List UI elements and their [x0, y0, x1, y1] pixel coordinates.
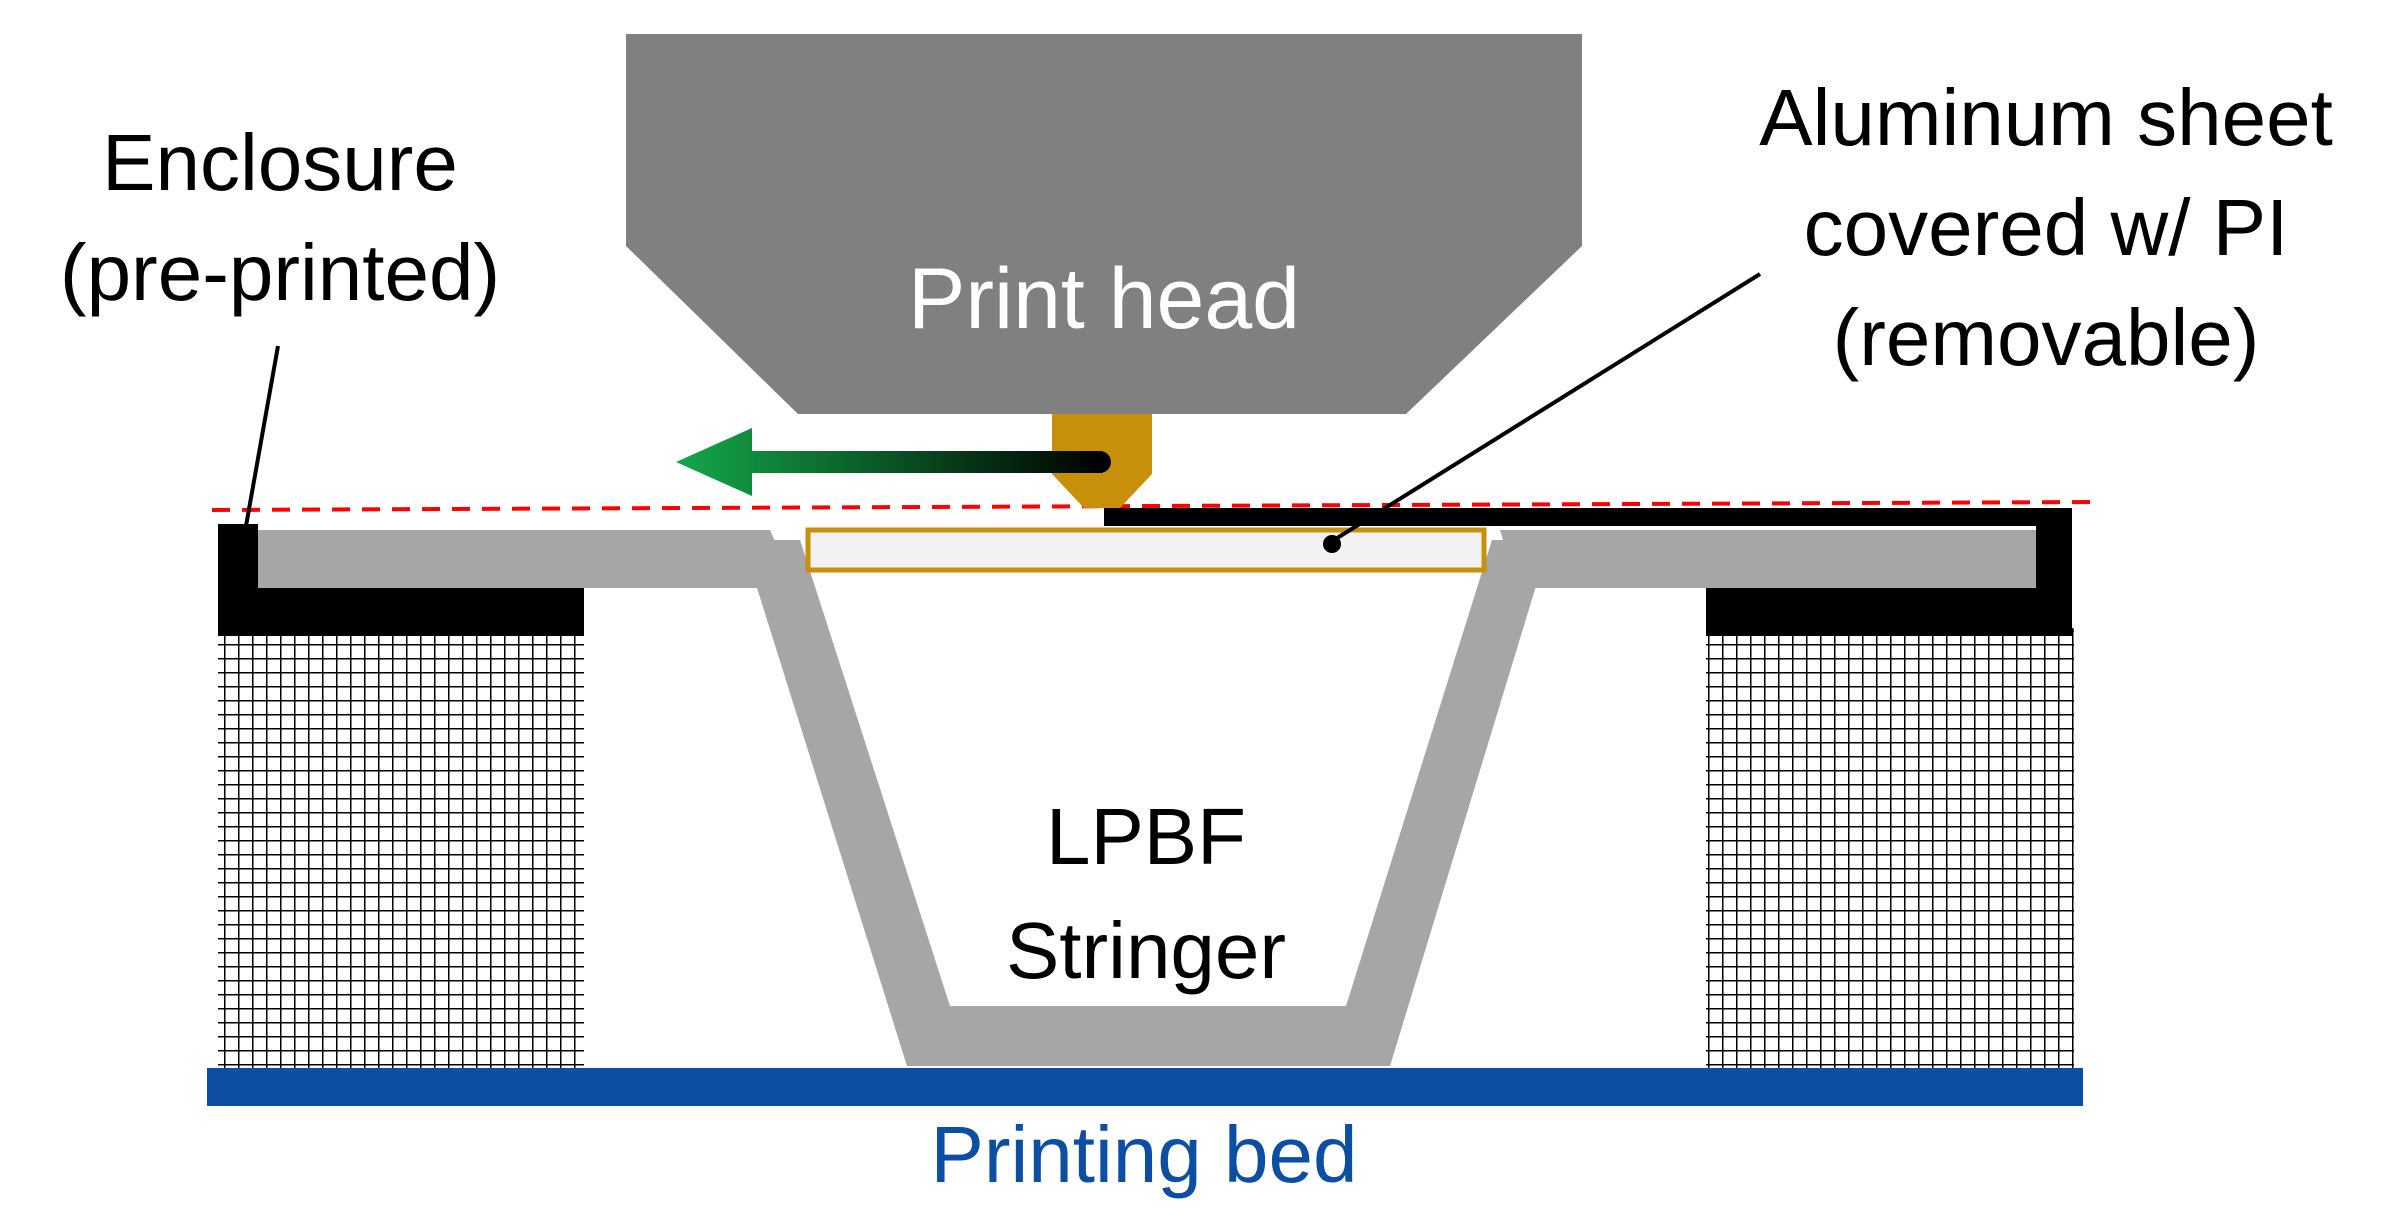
- printed-layer: [1104, 508, 2072, 526]
- enclosure-label-line2: (pre-printed): [60, 228, 500, 317]
- sheet-label-line2: covered w/ PI: [1804, 183, 2289, 272]
- print-head-label: Print head: [908, 251, 1300, 347]
- stringer-label-line1: LPBF: [1046, 792, 1246, 881]
- arrow-left-icon: [676, 428, 1102, 496]
- arrow-start-dot: [1089, 451, 1111, 473]
- sheet-label-line3: (removable): [1833, 293, 2260, 382]
- layer-height-line: [211, 500, 2101, 512]
- left-support-grid: [218, 628, 584, 1068]
- print-head: [626, 34, 1582, 414]
- stringer-label-line2: Stringer: [1006, 906, 1286, 995]
- sheet-leader: [1332, 272, 1762, 542]
- sheet-label-line1: Aluminum sheet: [1759, 73, 2333, 162]
- enclosure-label-line1: Enclosure: [102, 118, 458, 207]
- enclosure-left: [218, 524, 584, 636]
- printing-bed: [207, 1068, 2083, 1106]
- enclosure-leader: [244, 345, 280, 527]
- sheet-leader-dot: [1323, 535, 1341, 553]
- right-support-grid: [1706, 628, 2074, 1068]
- lpbf-stringer: [258, 530, 2036, 588]
- aluminum-sheet: [805, 527, 1487, 573]
- printing-bed-label: Printing bed: [931, 1110, 1358, 1199]
- enclosure-right: [1706, 510, 2072, 636]
